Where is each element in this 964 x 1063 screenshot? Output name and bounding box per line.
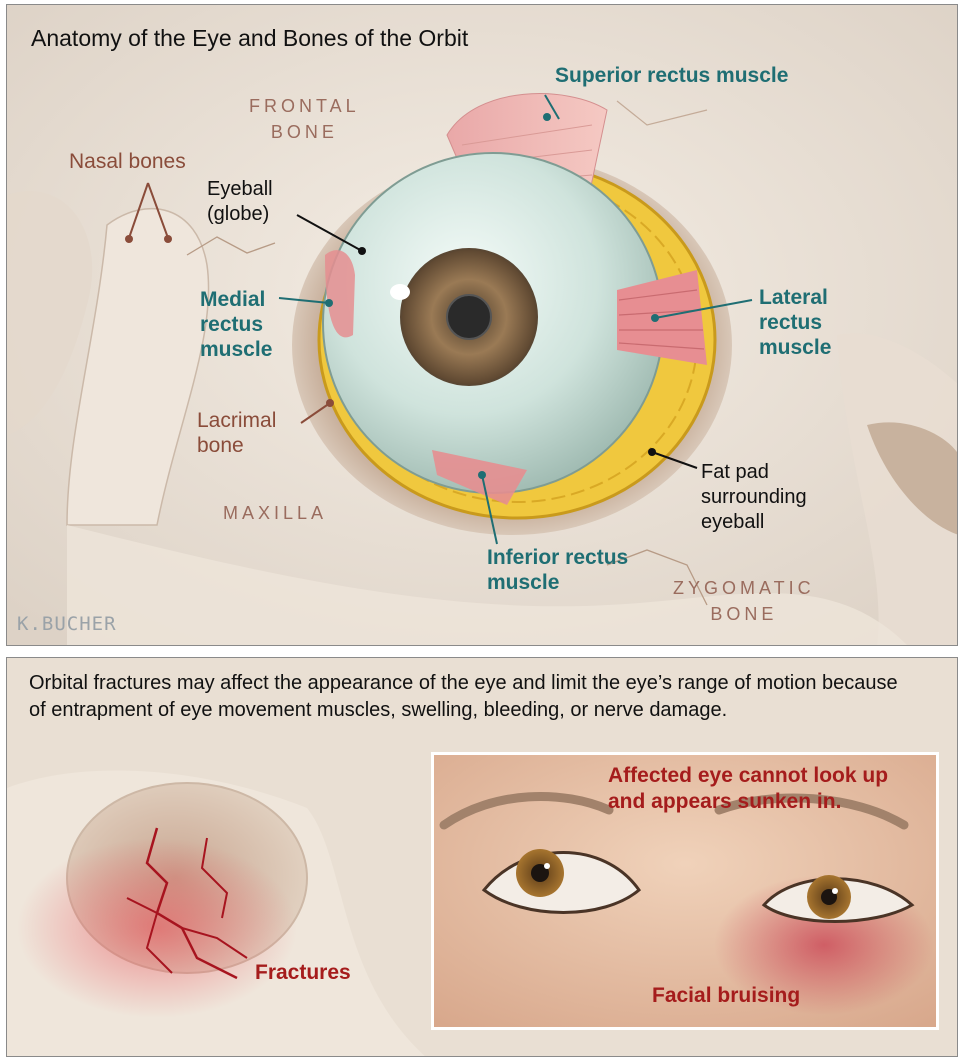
label-nasal-bones: Nasal bones	[69, 149, 186, 174]
fracture-description: Orbital fractures may affect the appeara…	[29, 670, 909, 724]
label-lacrimal-line2: bone	[197, 433, 276, 458]
inset-caption-line2: and appears sunken in.	[608, 789, 888, 815]
label-eyeball: Eyeball (globe)	[207, 177, 273, 227]
label-facial-bruising: Facial bruising	[652, 983, 800, 1009]
label-zygomatic-bone: ZYGOMATIC BONE	[673, 575, 815, 627]
label-eyeball-line1: Eyeball	[207, 177, 273, 202]
label-medial-line1: Medial	[200, 287, 272, 312]
label-fat-line2: surrounding	[701, 485, 807, 510]
inset-caption: Affected eye cannot look up and appears …	[608, 763, 888, 815]
label-superior-rectus: Superior rectus muscle	[555, 63, 788, 88]
label-zygomatic-line2: BONE	[673, 601, 815, 627]
fracture-panel: Orbital fractures may affect the appeara…	[6, 657, 958, 1057]
label-fat-line3: eyeball	[701, 510, 807, 535]
label-medial-line3: muscle	[200, 337, 272, 362]
figure-title: Anatomy of the Eye and Bones of the Orbi…	[31, 25, 468, 52]
label-lacrimal-line1: Lacrimal	[197, 408, 276, 433]
affected-eye-inset: Affected eye cannot look up and appears …	[431, 752, 939, 1030]
label-lateral-rectus: Lateral rectus muscle	[759, 285, 831, 360]
label-lateral-line1: Lateral	[759, 285, 831, 310]
label-fat-line1: Fat pad	[701, 460, 807, 485]
inset-caption-line1: Affected eye cannot look up	[608, 763, 888, 789]
label-fat-pad: Fat pad surrounding eyeball	[701, 460, 807, 535]
label-frontal-bone-line2: BONE	[249, 119, 360, 145]
label-medial-line2: rectus	[200, 312, 272, 337]
label-frontal-bone: FRONTAL BONE	[249, 93, 360, 145]
label-eyeball-line2: (globe)	[207, 202, 273, 227]
anatomy-panel: Anatomy of the Eye and Bones of the Orbi…	[6, 4, 958, 646]
label-fractures: Fractures	[255, 960, 351, 986]
label-inferior-line2: muscle	[487, 570, 628, 595]
label-inferior-line1: Inferior rectus	[487, 545, 628, 570]
label-zygomatic-line1: ZYGOMATIC	[673, 575, 815, 601]
artist-signature: K.BUCHER	[17, 613, 117, 635]
label-medial-rectus: Medial rectus muscle	[200, 287, 272, 362]
label-lacrimal-bone: Lacrimal bone	[197, 408, 276, 458]
label-lateral-line2: rectus	[759, 310, 831, 335]
label-maxilla: MAXILLA	[223, 500, 327, 526]
label-inferior-rectus: Inferior rectus muscle	[487, 545, 628, 595]
label-lateral-line3: muscle	[759, 335, 831, 360]
label-frontal-bone-line1: FRONTAL	[249, 93, 360, 119]
